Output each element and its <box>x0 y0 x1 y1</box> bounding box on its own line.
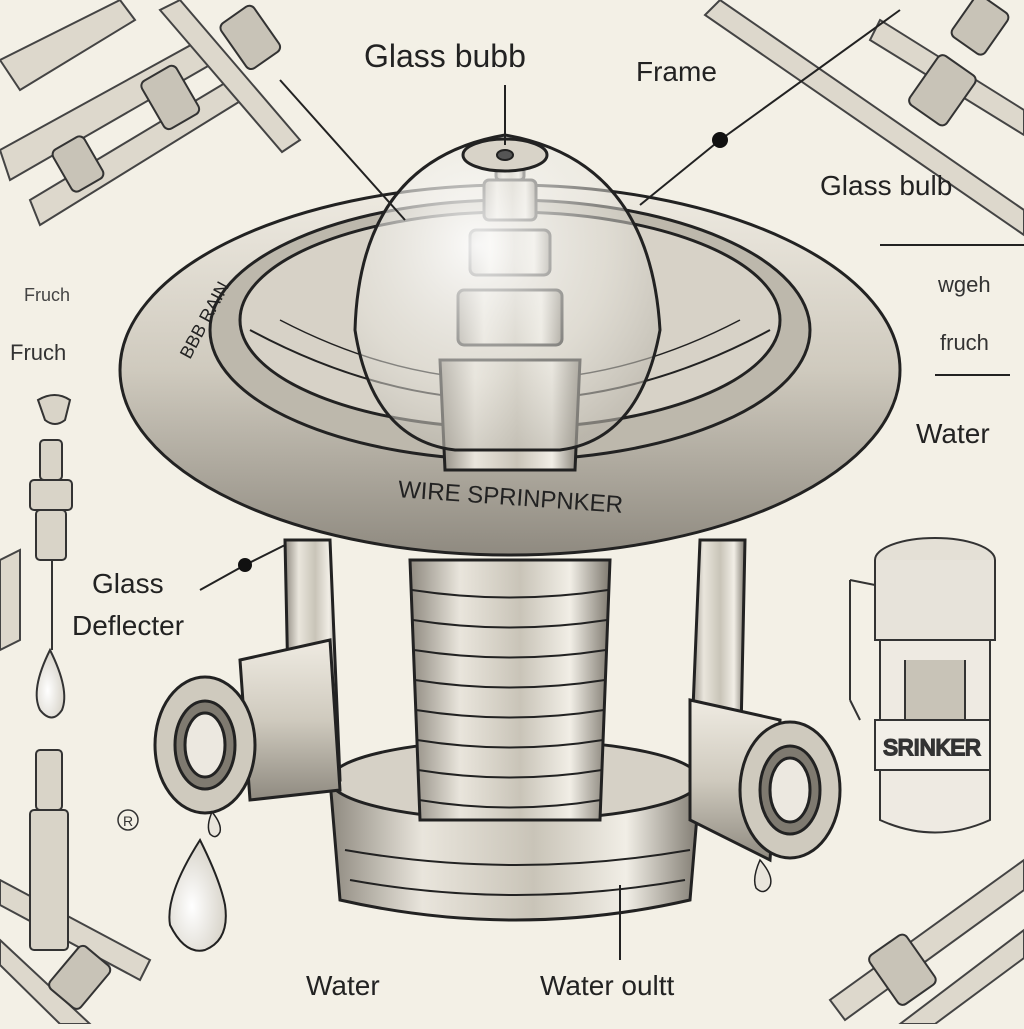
sprinkler-body <box>153 538 842 922</box>
bulb-cap-center <box>496 149 514 161</box>
small-marker <box>117 809 139 831</box>
glass-bulb <box>353 133 662 452</box>
label-wgeh: wgeh <box>938 272 991 297</box>
label-frame: Frame <box>636 56 717 87</box>
water-drop-large <box>168 837 227 952</box>
label-water-bottom: Water <box>306 970 380 1001</box>
small-marker-text: R <box>123 813 133 829</box>
leader-lines <box>199 9 1024 960</box>
label-glass-bulb: Glass bulb <box>820 170 953 201</box>
label-fruch-right: fruch <box>940 330 989 355</box>
glass-jar: SRINKER <box>849 537 996 834</box>
label-glass-bubb: Glass bubb <box>364 38 526 74</box>
label-glass-deflecter-2: Deflecter <box>72 610 185 641</box>
frame-dot <box>712 132 728 148</box>
label-fruch-left: Fruch <box>10 340 67 365</box>
jar-label-text: SRINKER <box>883 735 981 760</box>
water-drop-right <box>753 858 772 893</box>
left-side-parts <box>29 394 73 951</box>
label-fruch-small: Fruch <box>24 285 71 305</box>
water-drop-small <box>207 810 222 838</box>
label-water-right: Water <box>916 418 990 449</box>
label-water-outlt: Water oultt <box>540 970 675 1001</box>
pipe-fittings <box>48 0 1010 1010</box>
water-drop-left-small <box>35 647 66 719</box>
deflecter-dot <box>238 558 252 572</box>
label-glass-deflecter-1: Glass <box>92 568 164 599</box>
